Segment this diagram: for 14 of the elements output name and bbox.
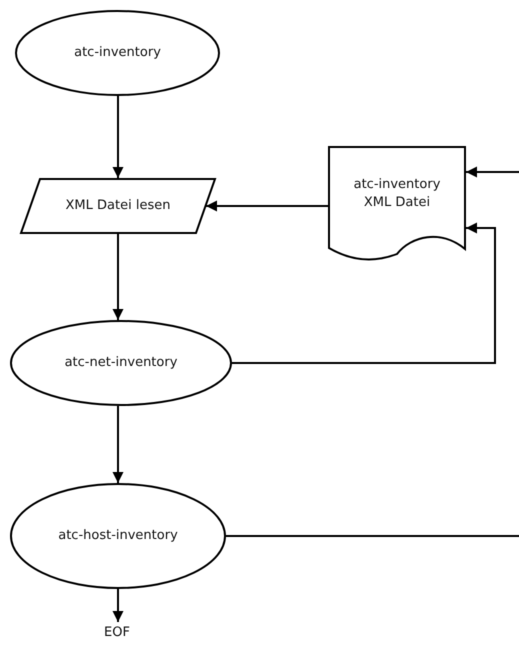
arrow: [112, 589, 124, 622]
connector-line: [226, 535, 519, 537]
end-label: EOF: [104, 624, 130, 642]
node-label: atc-inventory: [74, 44, 161, 62]
node-label: XML Datei lesen: [66, 197, 170, 215]
node-label: atc-net-inventory: [64, 354, 178, 372]
node-label: atc-inventory XML Datei: [352, 176, 442, 212]
arrow: [206, 200, 328, 212]
arrow: [112, 96, 124, 178]
arrow: [112, 234, 124, 320]
arrow: [466, 166, 519, 178]
arrow: [112, 406, 124, 483]
arrow: [232, 222, 496, 364]
node-label: atc-host-inventory: [58, 527, 178, 545]
